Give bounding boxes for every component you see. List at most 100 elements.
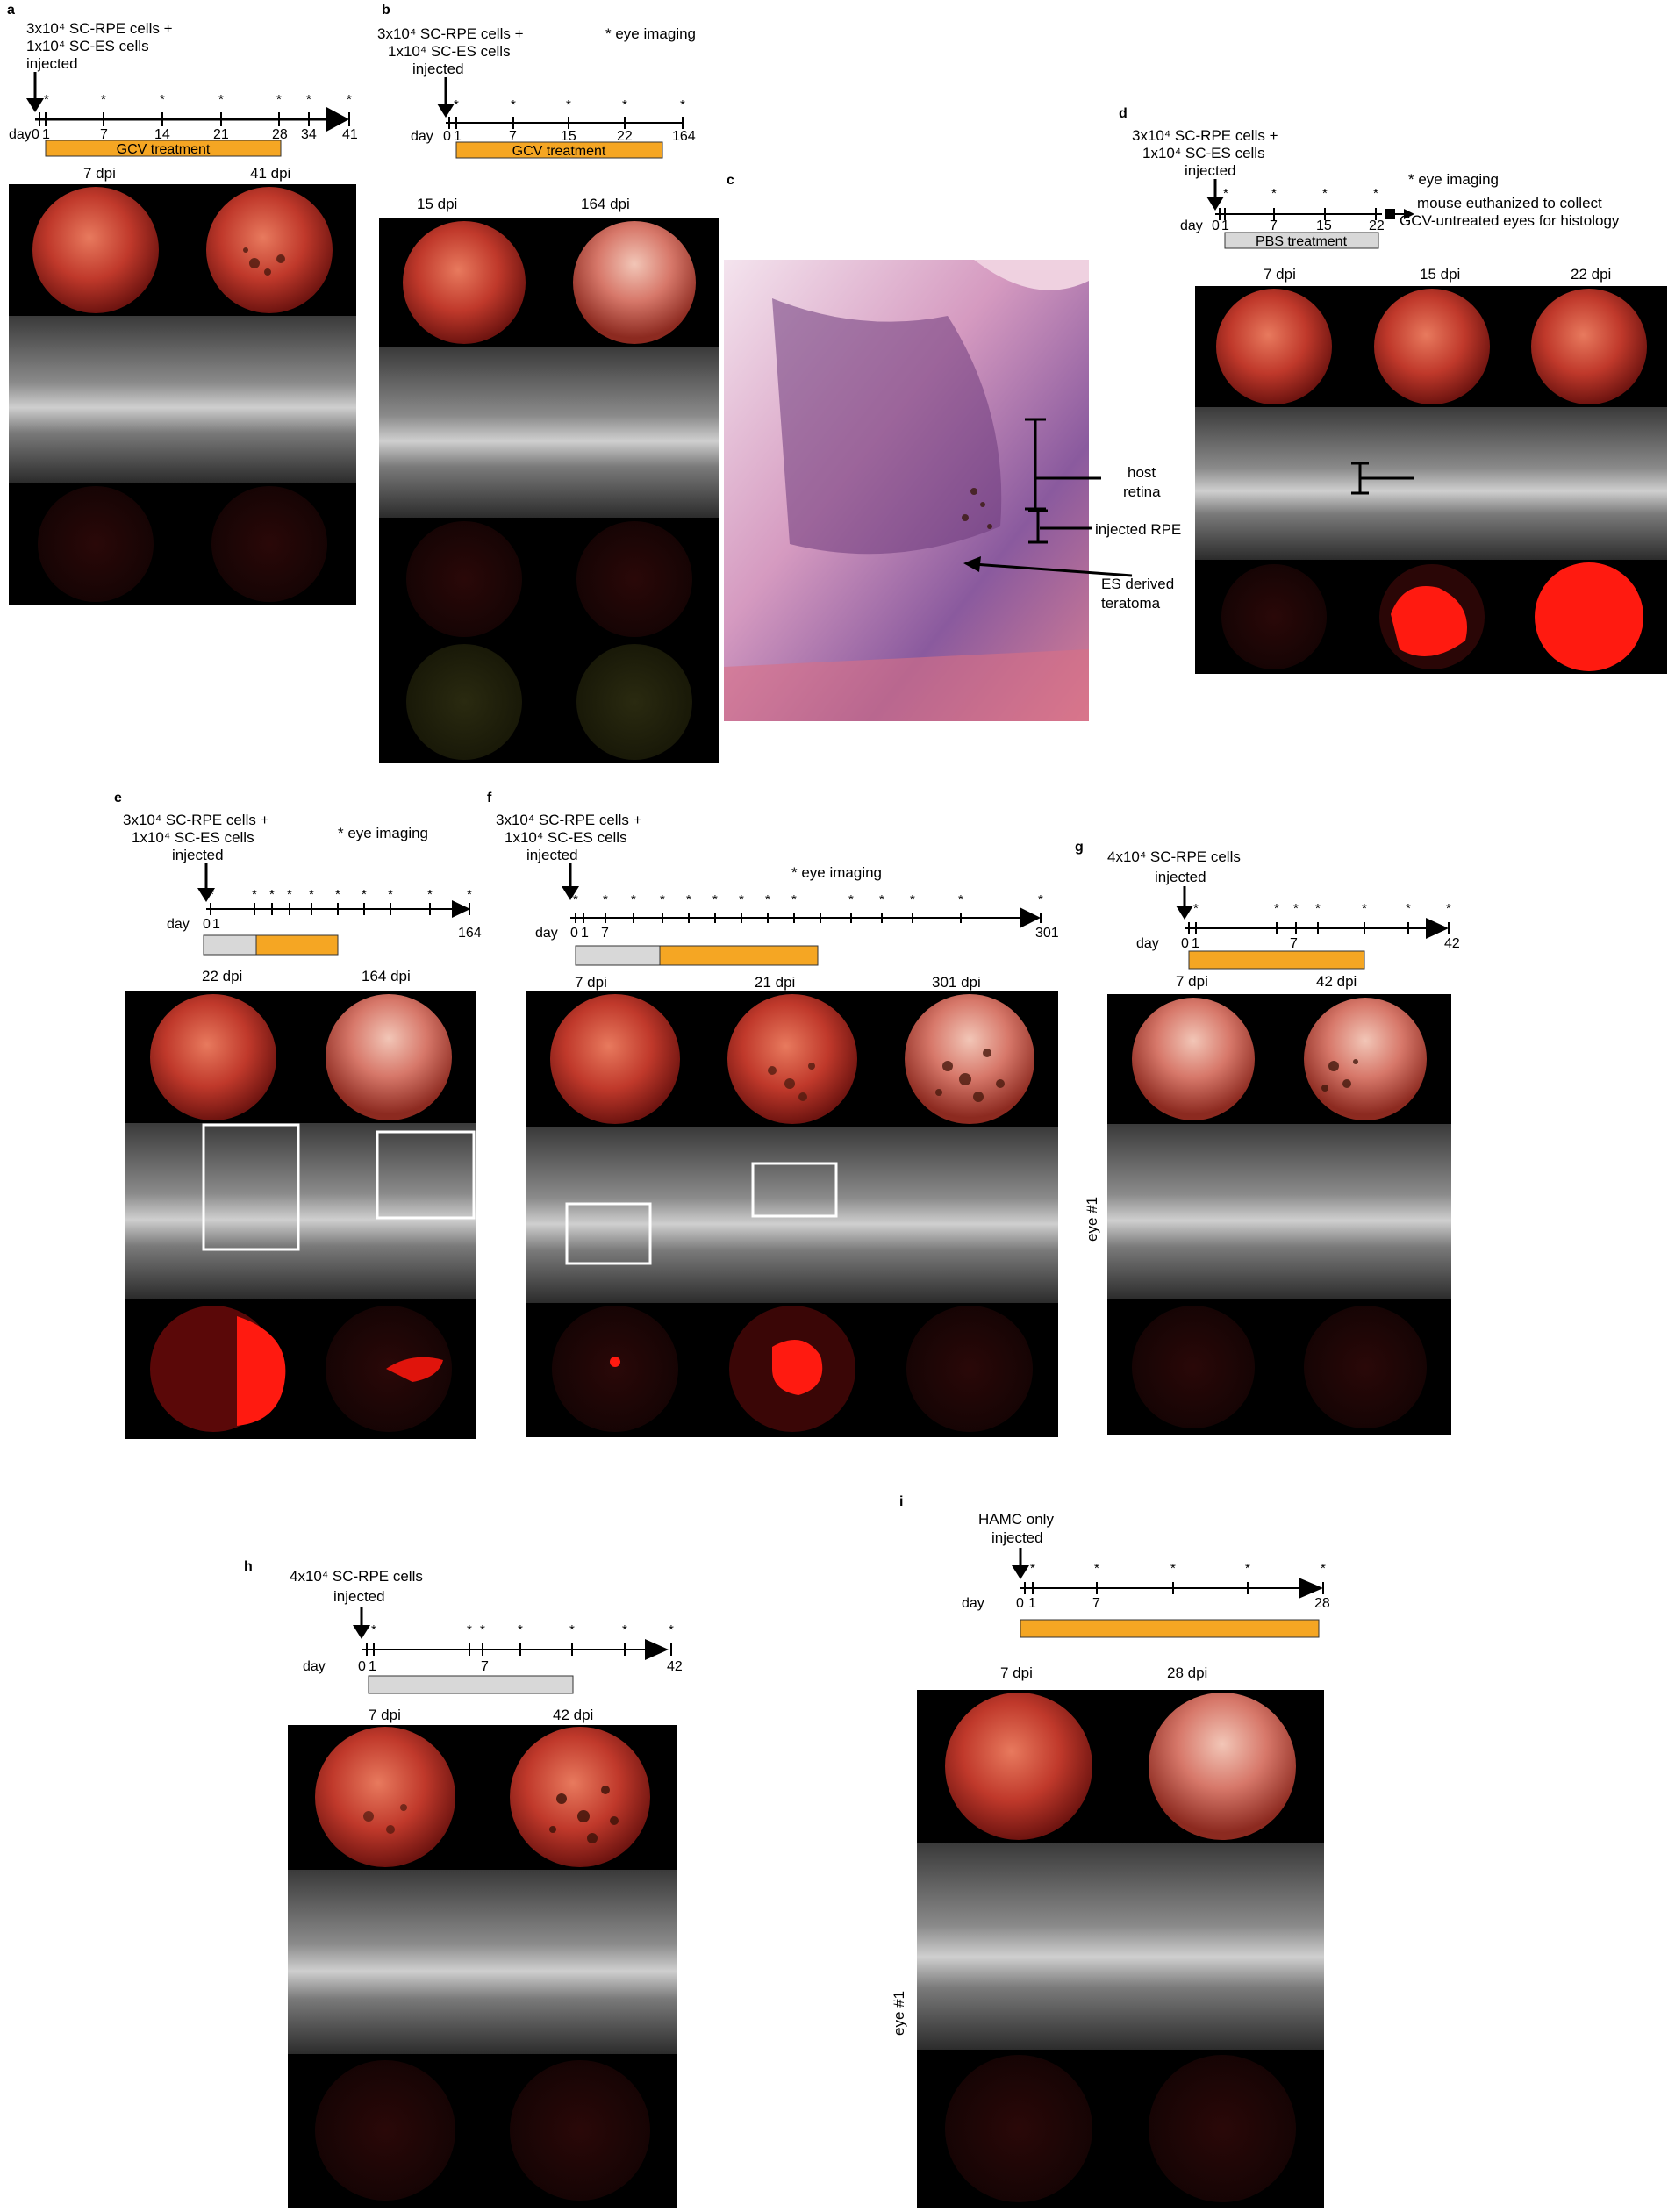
svg-text:*: *	[1274, 901, 1279, 916]
tick-label: 301	[1035, 926, 1059, 941]
day-label: day	[1180, 218, 1203, 233]
timepoint-label: 7 dpi	[1264, 266, 1296, 283]
injection-line-2: injected	[333, 1588, 385, 1605]
svg-text:*: *	[1446, 901, 1451, 916]
time-arrowhead	[326, 107, 349, 132]
tick-label: 7	[100, 127, 108, 142]
svg-text:*: *	[765, 892, 770, 907]
svg-text:*: *	[573, 892, 578, 907]
imaging-note: * eye imaging	[791, 864, 882, 881]
oct-image	[917, 1843, 1120, 2050]
injection-line-3: injected	[1185, 162, 1236, 179]
imaging-note: * eye imaging	[338, 825, 428, 841]
panel-h: h 4x10⁴ SC-RPE cells injected ******* da…	[244, 1559, 683, 2208]
timepoint-label: 7 dpi	[1176, 973, 1208, 990]
svg-text:*: *	[1193, 901, 1199, 916]
vehicle-bar	[368, 1675, 574, 1694]
tick-label: 42	[667, 1659, 683, 1674]
injection-line-3: injected	[526, 847, 578, 863]
panel-c: c host retina injected RPE ES derived te…	[724, 173, 1181, 721]
treatment-bar	[1188, 950, 1365, 970]
svg-text:*: *	[669, 1622, 674, 1637]
tick-label: 0	[203, 917, 211, 932]
injection-line-1: 4x10⁴ SC-RPE cells	[290, 1568, 423, 1585]
panel-label-g: g	[1075, 840, 1084, 855]
oct-image	[1107, 1124, 1279, 1299]
timepoint-label: 42 dpi	[1316, 973, 1357, 990]
tick-label: 7	[481, 1659, 489, 1674]
timeline: ******* day 0 1 7 14 21 28 34 41	[9, 72, 358, 142]
panel-label-a: a	[7, 3, 15, 18]
svg-text:*: *	[347, 92, 352, 107]
svg-text:*: *	[680, 97, 685, 112]
tick-label: 15	[1316, 218, 1332, 233]
injection-line-2: injected	[1155, 869, 1206, 885]
svg-text:*: *	[958, 892, 963, 907]
injection-line-1: 4x10⁴ SC-RPE cells	[1107, 848, 1241, 865]
svg-text:*: *	[791, 892, 797, 907]
timepoint-label: 22 dpi	[202, 968, 242, 984]
timepoint-label: 7 dpi	[575, 974, 607, 991]
panel-d: d 3x10⁴ SC-RPE cells + 1x10⁴ SC-ES cells…	[1119, 106, 1667, 674]
day-label: day	[1136, 936, 1159, 951]
injection-line-1: 3x10⁴ SC-RPE cells +	[1132, 127, 1278, 144]
svg-text:*: *	[1271, 186, 1277, 201]
svg-text:*: *	[1170, 1561, 1176, 1576]
treatment-bar	[1020, 1619, 1320, 1638]
svg-text:*: *	[566, 97, 571, 112]
tick-label: 0	[1016, 1596, 1024, 1611]
oct-image	[1195, 407, 1353, 560]
injection-line-3: injected	[26, 55, 78, 72]
euthanasia-note-2: GCV-untreated eyes for histology	[1400, 212, 1620, 229]
oct-image	[288, 1870, 483, 2054]
oct-image	[125, 1123, 301, 1299]
panel-g: g 4x10⁴ SC-RPE cells injected ******* da…	[1075, 840, 1460, 1435]
annotation-teratoma: teratoma	[1101, 595, 1161, 612]
tick-label: 0	[1212, 218, 1220, 233]
svg-text:*: *	[454, 97, 459, 112]
timepoint-label: 301 dpi	[932, 974, 981, 991]
tick-label: 7	[1092, 1596, 1100, 1611]
injection-line-3: injected	[412, 61, 464, 77]
tick-label: 7	[1270, 218, 1278, 233]
eye-label: eye #1	[1084, 1197, 1100, 1242]
injection-line-2: 1x10⁴ SC-ES cells	[505, 829, 627, 846]
timepoint-label: 7 dpi	[1000, 1664, 1033, 1681]
tick-label: 14	[154, 127, 170, 142]
svg-text:*: *	[1362, 901, 1367, 916]
panel-label-i: i	[899, 1494, 903, 1509]
svg-text:*: *	[1321, 1561, 1326, 1576]
oct-image	[1120, 1843, 1324, 2050]
tick-label: 21	[213, 127, 229, 142]
injection-line-1: 3x10⁴ SC-RPE cells +	[377, 25, 524, 42]
injection-line-2: 1x10⁴ SC-ES cells	[388, 43, 511, 60]
oct-image	[379, 347, 549, 518]
timepoint-label: 164 dpi	[581, 196, 630, 212]
svg-text:*: *	[252, 887, 257, 902]
timepoint-label: 22 dpi	[1571, 266, 1611, 283]
treatment-bar	[659, 945, 819, 966]
svg-text:*: *	[467, 1622, 472, 1637]
timepoint-label: 42 dpi	[553, 1707, 593, 1723]
svg-text:*: *	[631, 892, 636, 907]
svg-text:*: *	[1094, 1561, 1099, 1576]
injection-line-2: 1x10⁴ SC-ES cells	[26, 38, 149, 54]
tick-label: 0	[1181, 936, 1189, 951]
imaging-note: * eye imaging	[605, 25, 696, 42]
svg-text:*: *	[511, 97, 516, 112]
oct-image	[526, 1127, 704, 1303]
day-label: day	[9, 127, 32, 142]
tick-label: 0	[358, 1659, 366, 1674]
day-label: day	[303, 1659, 326, 1674]
tick-label: 0	[443, 129, 451, 144]
svg-text:*: *	[467, 887, 472, 902]
svg-text:*: *	[1293, 901, 1299, 916]
treatment-label: PBS treatment	[1256, 234, 1348, 249]
timepoint-label: 15 dpi	[1420, 266, 1460, 283]
svg-text:*: *	[388, 887, 393, 902]
svg-text:*: *	[44, 92, 49, 107]
day-label: day	[962, 1596, 984, 1611]
svg-text:*: *	[660, 892, 665, 907]
treatment-label: GCV treatment	[117, 142, 211, 157]
svg-text:*: *	[1315, 901, 1321, 916]
